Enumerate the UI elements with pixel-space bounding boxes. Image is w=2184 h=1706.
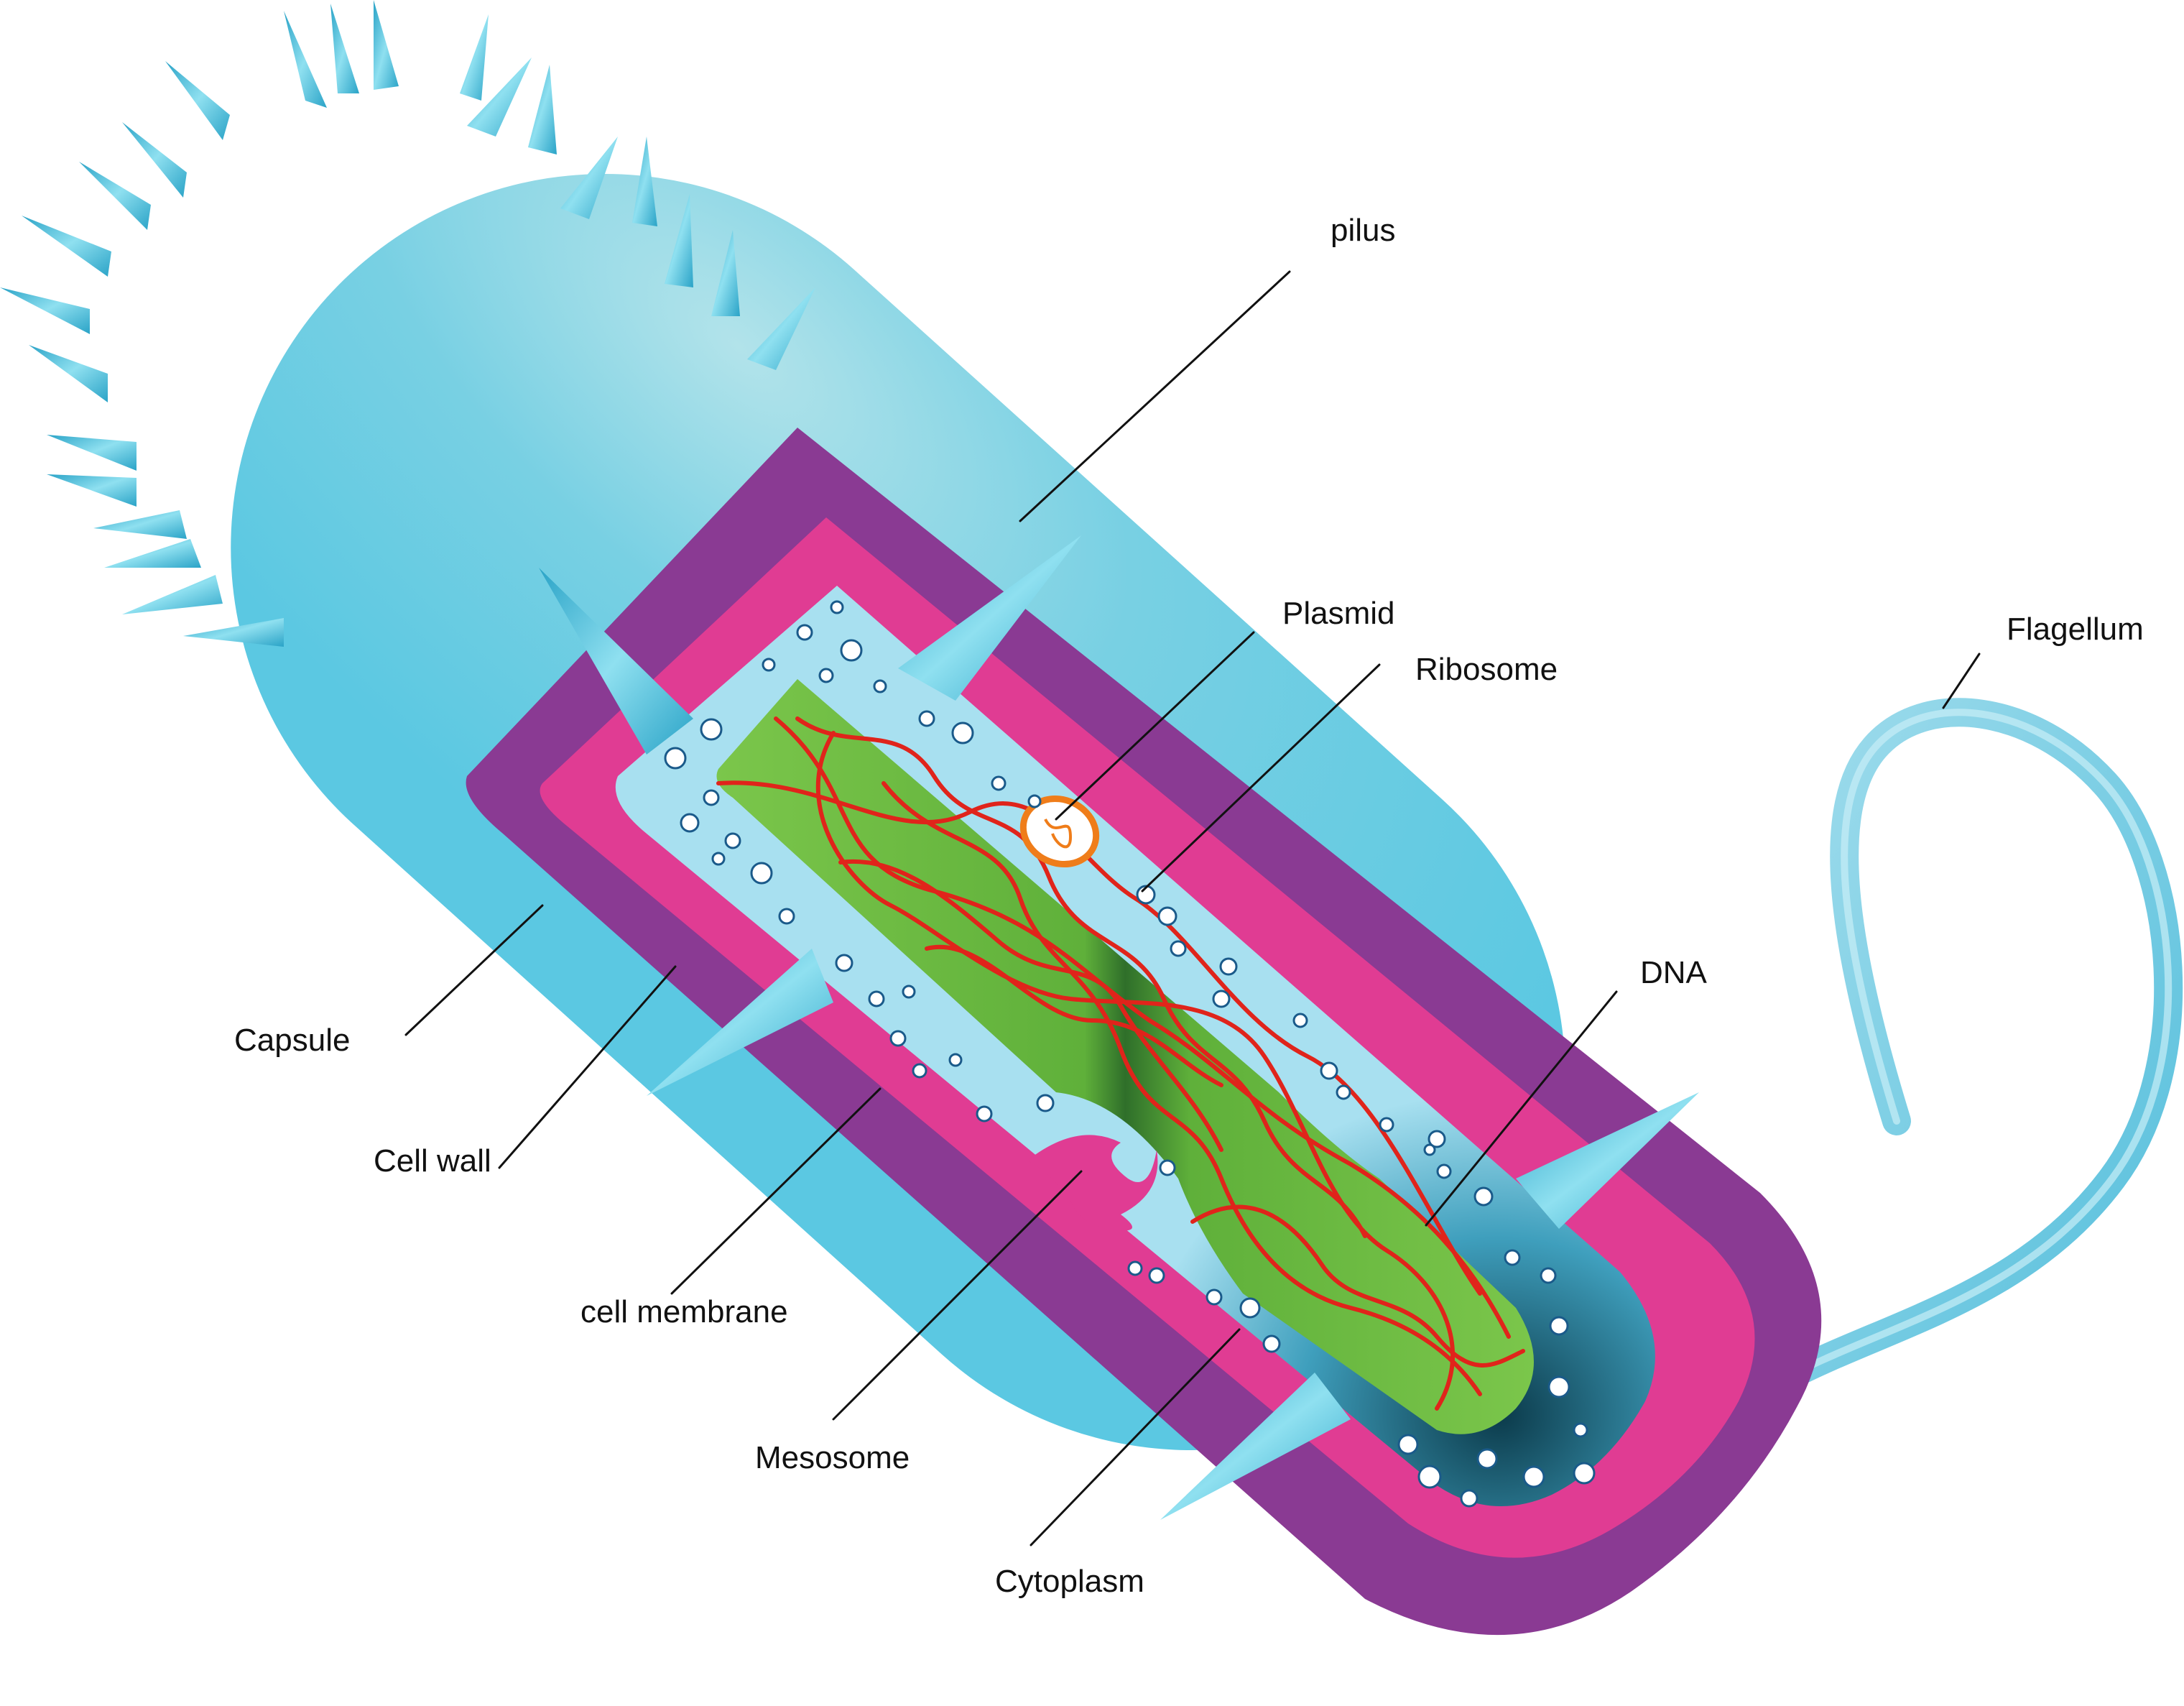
leader-lines xyxy=(404,270,1981,1546)
label-flagellum: Flagellum xyxy=(2007,612,2144,647)
label-ribosome: Ribosome xyxy=(1415,652,1558,687)
label-cytoplasm: Cytoplasm xyxy=(995,1564,1144,1599)
leader-cell-wall xyxy=(498,965,677,1169)
fimbriae xyxy=(0,0,815,647)
flagellum xyxy=(1782,698,2183,1387)
labels: pilus Plasmid Ribosome Flagellum DNA Cap… xyxy=(234,213,2144,1599)
leader-cytoplasm xyxy=(1029,1328,1241,1546)
dna-strands xyxy=(716,716,1525,1411)
label-pilus: pilus xyxy=(1331,213,1396,248)
label-cell-wall: Cell wall xyxy=(374,1143,491,1179)
ribosomes xyxy=(664,600,1596,1508)
leader-pilus xyxy=(1019,270,1291,522)
leader-plasmid xyxy=(1055,631,1255,821)
label-mesosome: Mesosome xyxy=(755,1440,910,1475)
mesosome xyxy=(1027,1135,1158,1231)
label-cell-membrane: cell membrane xyxy=(580,1294,788,1329)
leader-dna xyxy=(1425,990,1618,1227)
leader-flagellum xyxy=(1942,653,1981,709)
leader-cell-membrane xyxy=(670,1087,882,1295)
leader-mesosome xyxy=(832,1170,1083,1421)
label-plasmid: Plasmid xyxy=(1282,596,1395,631)
pili xyxy=(539,535,1699,1520)
label-capsule: Capsule xyxy=(234,1023,350,1058)
leader-ribosome xyxy=(1141,663,1381,893)
label-dna: DNA xyxy=(1640,955,1708,990)
leader-capsule xyxy=(404,904,544,1036)
